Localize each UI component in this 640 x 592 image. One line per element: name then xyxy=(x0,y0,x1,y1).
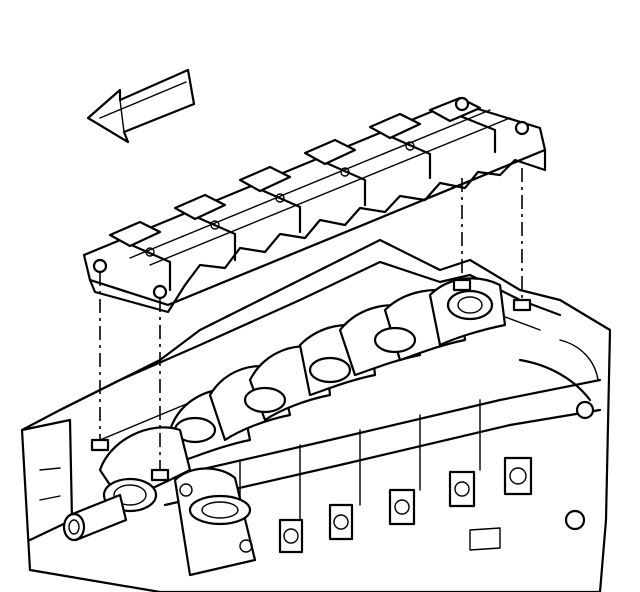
arrow-left-icon xyxy=(86,68,196,144)
alignment-lines xyxy=(90,168,532,482)
oil-pump-housing xyxy=(173,467,257,577)
bearing-cap-bedplate xyxy=(82,96,547,314)
crank-snout xyxy=(62,426,192,542)
crankshaft xyxy=(168,277,507,462)
